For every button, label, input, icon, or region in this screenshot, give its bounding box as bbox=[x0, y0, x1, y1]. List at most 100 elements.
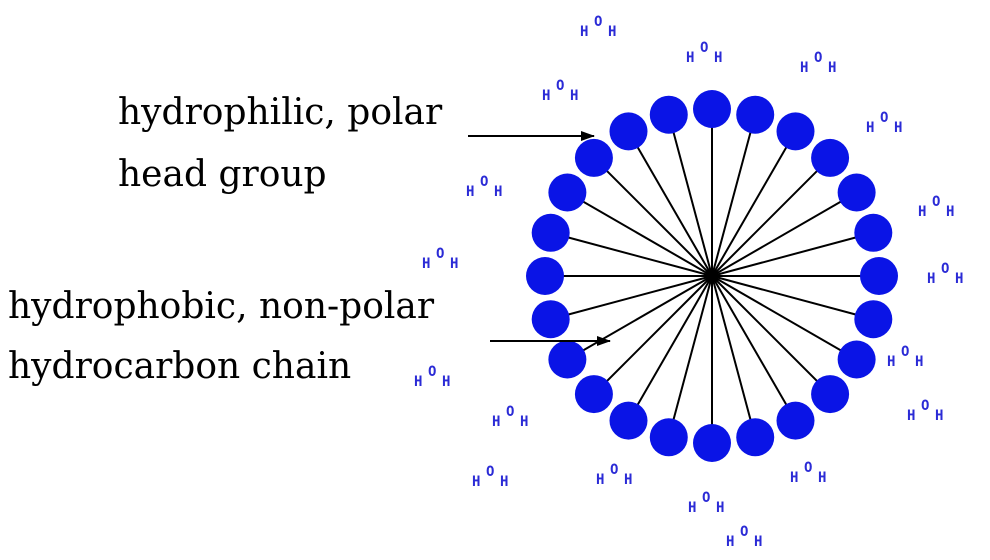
hydrogen-atom: H bbox=[542, 88, 550, 104]
hydrocarbon-chain bbox=[712, 276, 755, 437]
hydrogen-atom: H bbox=[918, 204, 926, 220]
polar-head bbox=[650, 418, 688, 456]
oxygen-atom: O bbox=[921, 398, 929, 414]
oxygen-atom: O bbox=[428, 364, 436, 380]
hydrocarbon-chain bbox=[551, 233, 712, 276]
water-molecule: HOH bbox=[887, 344, 923, 370]
polar-head bbox=[548, 174, 586, 212]
hydrogen-atom: H bbox=[800, 60, 808, 76]
water-molecule: HOH bbox=[542, 78, 578, 104]
hydrogen-atom: H bbox=[894, 120, 902, 136]
hydrocarbon-chain bbox=[712, 115, 755, 276]
hydrogen-atom: H bbox=[492, 414, 500, 430]
polar-head bbox=[838, 341, 876, 379]
hydrogen-atom: H bbox=[442, 374, 450, 390]
polar-head bbox=[575, 375, 613, 413]
oxygen-atom: O bbox=[901, 344, 909, 360]
polar-head bbox=[777, 402, 815, 440]
hydrogen-atom: H bbox=[754, 534, 762, 550]
polar-head bbox=[811, 139, 849, 177]
hydrogen-atom: H bbox=[570, 88, 578, 104]
hydrogen-atom: H bbox=[596, 472, 604, 488]
hydrocarbon-chain bbox=[551, 276, 712, 319]
hydrogen-atom: H bbox=[818, 470, 826, 486]
hydrogen-atom: H bbox=[866, 120, 874, 136]
hydrogen-atom: H bbox=[608, 24, 616, 40]
hydrogen-atom: H bbox=[494, 184, 502, 200]
chain-label-line2: hydrocarbon chain bbox=[8, 346, 351, 387]
oxygen-atom: O bbox=[594, 14, 602, 30]
oxygen-atom: O bbox=[480, 174, 488, 190]
polar-head bbox=[811, 375, 849, 413]
polar-head bbox=[650, 96, 688, 134]
water-molecule: HOH bbox=[466, 174, 502, 200]
polar-head bbox=[532, 300, 570, 338]
polar-head bbox=[860, 257, 898, 295]
polar-head bbox=[610, 112, 648, 150]
hydrogen-atom: H bbox=[955, 271, 963, 287]
hydrocarbon-chain bbox=[712, 276, 873, 319]
hydrogen-atom: H bbox=[422, 256, 430, 272]
oxygen-atom: O bbox=[804, 460, 812, 476]
water-molecule: HOH bbox=[918, 194, 954, 220]
water-molecule: HOH bbox=[688, 490, 724, 516]
hydrogen-atom: H bbox=[790, 470, 798, 486]
hydrogen-atom: H bbox=[520, 414, 528, 430]
water-molecule: HOH bbox=[800, 50, 836, 76]
hydrogen-atom: H bbox=[915, 354, 923, 370]
water-molecule: HOH bbox=[596, 462, 632, 488]
hydrogen-atom: H bbox=[935, 408, 943, 424]
hydrogen-atom: H bbox=[887, 354, 895, 370]
oxygen-atom: O bbox=[700, 40, 708, 56]
water-molecule: HOH bbox=[422, 246, 458, 272]
polar-head bbox=[526, 257, 564, 295]
water-molecule: HOH bbox=[580, 14, 616, 40]
hydrogen-atom: H bbox=[688, 500, 696, 516]
polar-head bbox=[777, 112, 815, 150]
hydrocarbon-chain bbox=[669, 276, 712, 437]
polar-head bbox=[736, 418, 774, 456]
oxygen-atom: O bbox=[436, 246, 444, 262]
water-molecule: HOH bbox=[414, 364, 450, 390]
polar-head bbox=[736, 96, 774, 134]
chain-label-line1: hydrophobic, non-polar bbox=[8, 286, 435, 327]
polar-head bbox=[548, 341, 586, 379]
polar-head bbox=[610, 402, 648, 440]
hydrogen-atom: H bbox=[946, 204, 954, 220]
oxygen-atom: O bbox=[740, 524, 748, 540]
water-molecule: HOH bbox=[686, 40, 722, 66]
oxygen-atom: O bbox=[486, 464, 494, 480]
oxygen-atom: O bbox=[702, 490, 710, 506]
water-molecule: HOH bbox=[907, 398, 943, 424]
hydrogen-atom: H bbox=[450, 256, 458, 272]
oxygen-atom: O bbox=[880, 110, 888, 126]
hydrogen-atom: H bbox=[726, 534, 734, 550]
polar-head bbox=[854, 214, 892, 252]
polar-head bbox=[693, 424, 731, 462]
oxygen-atom: O bbox=[610, 462, 618, 478]
water-molecule: HOH bbox=[790, 460, 826, 486]
micelle-core bbox=[706, 270, 718, 282]
water-molecule: HOH bbox=[866, 110, 902, 136]
oxygen-atom: O bbox=[941, 261, 949, 277]
hydrocarbon-chain bbox=[712, 233, 873, 276]
hydrogen-atom: H bbox=[414, 374, 422, 390]
hydrogen-atom: H bbox=[686, 50, 694, 66]
water-molecule: HOH bbox=[492, 404, 528, 430]
hydrogen-atom: H bbox=[624, 472, 632, 488]
oxygen-atom: O bbox=[932, 194, 940, 210]
water-molecule: HOH bbox=[472, 464, 508, 490]
polar-head bbox=[693, 90, 731, 128]
hydrogen-atom: H bbox=[716, 500, 724, 516]
hydrogen-atom: H bbox=[828, 60, 836, 76]
hydrogen-atom: H bbox=[500, 474, 508, 490]
polar-head bbox=[838, 174, 876, 212]
hydrogen-atom: H bbox=[927, 271, 935, 287]
oxygen-atom: O bbox=[506, 404, 514, 420]
polar-head bbox=[575, 139, 613, 177]
head-label-line2: head group bbox=[118, 154, 327, 195]
hydrogen-atom: H bbox=[472, 474, 480, 490]
hydrocarbon-chain bbox=[669, 115, 712, 276]
hydrogen-atom: H bbox=[580, 24, 588, 40]
